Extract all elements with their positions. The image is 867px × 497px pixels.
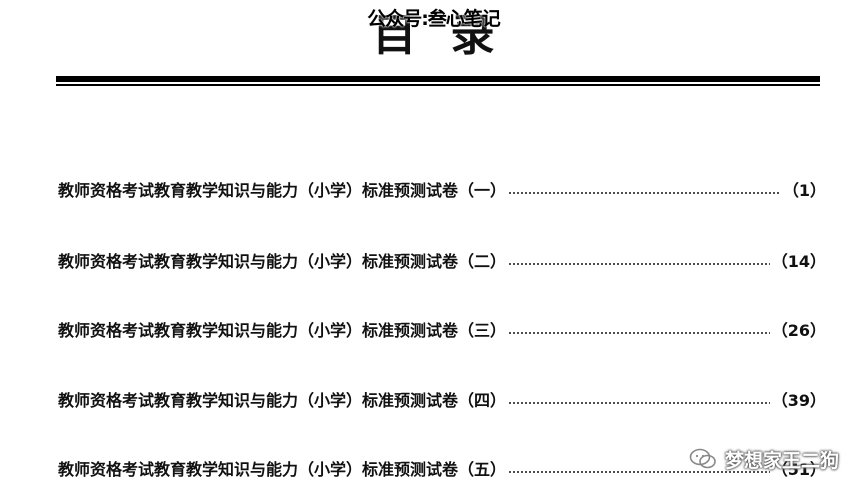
toc-leader-dots <box>508 332 770 334</box>
title-rule-thin <box>56 84 820 86</box>
toc-entry-page: （1） <box>782 181 826 200</box>
toc-entry-title: 教师资格考试教育教学知识与能力（小学）标准预测试卷（二） <box>58 252 507 271</box>
toc-leader-dots <box>508 192 781 194</box>
toc-entry-page: （14） <box>771 252 826 271</box>
watermark: 梦想家王二狗 <box>689 446 839 472</box>
toc-entry[interactable]: 教师资格考试教育教学知识与能力（小学）标准预测试卷（四） （39） <box>58 388 826 414</box>
toc-entry-title: 教师资格考试教育教学知识与能力（小学）标准预测试卷（四） <box>58 391 507 410</box>
toc-entry[interactable]: 教师资格考试教育教学知识与能力（小学）标准预测试卷（二） （14） <box>58 249 826 275</box>
watermark-text: 梦想家王二狗 <box>724 449 839 472</box>
title-rule-thick <box>56 76 820 82</box>
toc-entry-title: 教师资格考试教育教学知识与能力（小学）标准预测试卷（五） <box>58 460 507 479</box>
toc-entry-page: （39） <box>771 391 826 410</box>
toc-entry-title: 教师资格考试教育教学知识与能力（小学）标准预测试卷（三） <box>58 321 507 340</box>
wechat-icon <box>689 448 716 469</box>
toc-entry[interactable]: 教师资格考试教育教学知识与能力（小学）标准预测试卷（五） （51） <box>58 457 826 483</box>
toc-leader-dots <box>508 471 770 473</box>
toc-leader-dots <box>508 263 770 265</box>
page-title: 目录 <box>372 10 529 61</box>
toc-entry[interactable]: 教师资格考试教育教学知识与能力（小学）标准预测试卷（一） （1） <box>58 178 826 204</box>
toc-entry[interactable]: 教师资格考试教育教学知识与能力（小学）标准预测试卷（三） （26） <box>58 318 826 344</box>
account-overlay-text: 公众号:叁心笔记 <box>367 8 501 30</box>
toc-leader-dots <box>508 402 770 404</box>
toc-entry-page: （51） <box>771 460 826 479</box>
toc-entry-page: （26） <box>771 321 826 340</box>
toc-entry-title: 教师资格考试教育教学知识与能力（小学）标准预测试卷（一） <box>58 181 507 200</box>
